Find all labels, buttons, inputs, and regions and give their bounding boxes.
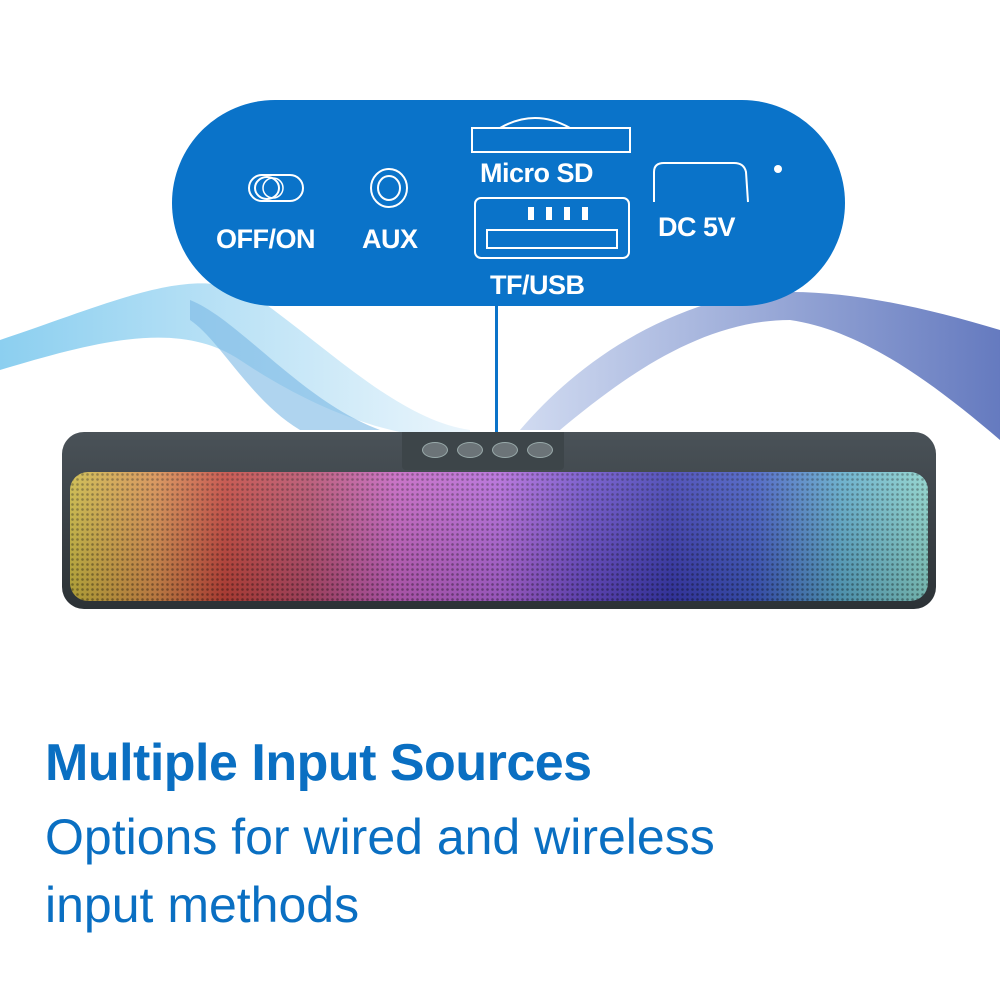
dc-label: DC 5V: [658, 212, 736, 242]
soundbar-speaker: [62, 432, 936, 609]
usb-label: TF/USB: [490, 270, 585, 300]
power-switch-icon: [248, 174, 304, 202]
control-button-panel: [402, 432, 564, 470]
port-callout-panel: OFF/ON AUX Micro SD TF/USB DC 5V: [172, 100, 845, 306]
micro-sd-slot-icon: [471, 117, 631, 153]
dc-power-port-icon: [653, 162, 749, 203]
led-indicator-icon: [774, 165, 782, 173]
decorative-waves: [0, 283, 1000, 440]
control-button: [527, 442, 553, 458]
aux-label: AUX: [362, 224, 418, 254]
switch-label: OFF/ON: [216, 224, 316, 254]
headline: Multiple Input Sources: [45, 734, 592, 792]
control-button: [492, 442, 518, 458]
micro-sd-label: Micro SD: [480, 158, 594, 188]
control-button: [457, 442, 483, 458]
subtitle-line-1: Options for wired and wireless: [45, 809, 715, 865]
aux-jack-icon: [370, 168, 408, 208]
control-button: [422, 442, 448, 458]
subtitle-line-2: input methods: [45, 877, 360, 933]
rgb-speaker-grille: [70, 472, 928, 601]
usb-port-icon: [474, 197, 630, 259]
callout-connector-line: [495, 300, 498, 440]
